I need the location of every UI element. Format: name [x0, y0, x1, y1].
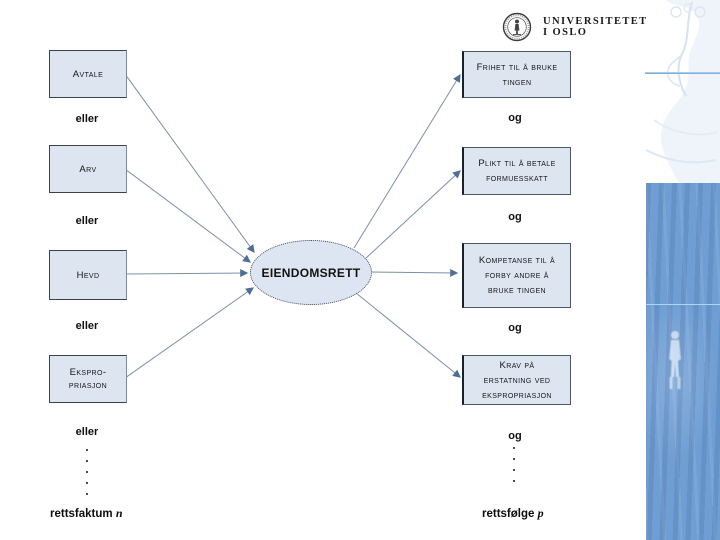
box-krav-label-line3: ekspropriasjon	[482, 389, 552, 401]
ellipsis-dots-left	[86, 449, 88, 495]
statue-figure-icon	[669, 331, 681, 389]
connector-avtale	[124, 73, 255, 253]
uio-logo: UNIVERSITETET I OSLO	[502, 12, 648, 42]
box-plikt-label-line1: Plikt til å betale	[478, 158, 556, 169]
logo-name-line1: UNIVERSITETET	[543, 15, 648, 27]
box-frihet: Frihet til å bruke tingen	[462, 51, 571, 98]
ellipsis-dots-right	[513, 447, 515, 482]
word-eller-2: eller	[75, 215, 99, 227]
footer-rettsfaktum-label: rettsfaktum	[50, 508, 113, 520]
word-og-4: og	[508, 430, 522, 442]
box-frihet-label-line1: Frihet til å bruke	[476, 61, 558, 73]
center-ellipse-label: EIENDOMSRETT	[261, 265, 361, 280]
box-plikt-label-line2: formuesskatt	[486, 173, 548, 184]
box-hevd: Hevd	[49, 250, 127, 300]
box-kompetanse: Kompetanse til å forby andre å bruke tin…	[462, 243, 571, 308]
word-eller-4: eller	[75, 426, 99, 438]
connector-ekspropriasjon	[124, 287, 254, 379]
sidebar-divider-mid	[646, 304, 720, 305]
box-arv: Arv	[49, 145, 127, 193]
sidebar-blue-panel	[646, 183, 720, 540]
center-ellipse-eiendomsrett: EIENDOMSRETT	[250, 240, 372, 305]
connector-kompetanse	[369, 268, 459, 277]
connector-frihet	[353, 73, 461, 249]
box-kompetanse-label-line3: bruke tingen	[487, 285, 546, 296]
box-krav-label-line1: Krav på	[499, 359, 535, 371]
footer-rettsfaktum: rettsfaktum n	[50, 506, 123, 521]
box-ekspropriasjon: Ekspro- priasjon	[49, 355, 127, 403]
connector-arv	[124, 168, 251, 263]
uio-seal-icon	[502, 12, 532, 42]
box-krav-label-line2: erstatning ved	[483, 374, 551, 386]
logo-name-line2: I OSLO	[543, 27, 588, 38]
word-og-1: og	[508, 112, 522, 124]
box-avtale-label: Avtale	[72, 68, 104, 80]
footer-rettsfolge-var: p	[537, 506, 544, 520]
connector-plikt	[364, 170, 461, 260]
statue-watermark-top-icon	[645, 0, 720, 184]
box-frihet-label-line2: tingen	[502, 76, 532, 88]
footer-rettsfaktum-var: n	[115, 506, 123, 520]
word-og-3: og	[508, 322, 522, 334]
connector-hevd	[124, 269, 249, 278]
word-eller-3: eller	[75, 320, 99, 332]
box-arv-label: Arv	[79, 163, 97, 175]
word-eller-1: eller	[75, 113, 99, 125]
footer-rettsfolge-label: rettsfølge	[482, 508, 535, 520]
box-ekspropriasjon-label-line2: priasjon	[68, 380, 108, 391]
box-kompetanse-label-line2: forby andre å	[485, 270, 549, 281]
box-avtale: Avtale	[49, 50, 127, 98]
footer-rettsfolge: rettsfølge p	[482, 506, 544, 521]
word-og-2: og	[508, 211, 522, 223]
box-kompetanse-label-line1: Kompetanse til å	[478, 255, 556, 266]
sidebar-divider-top	[645, 72, 720, 74]
box-hevd-label: Hevd	[76, 269, 100, 281]
box-krav: Krav på erstatning ved ekspropriasjon	[462, 355, 571, 405]
box-plikt: Plikt til å betale formuesskatt	[462, 147, 571, 195]
box-ekspropriasjon-label-line1: Ekspro-	[69, 367, 107, 378]
connector-krav	[355, 292, 461, 378]
